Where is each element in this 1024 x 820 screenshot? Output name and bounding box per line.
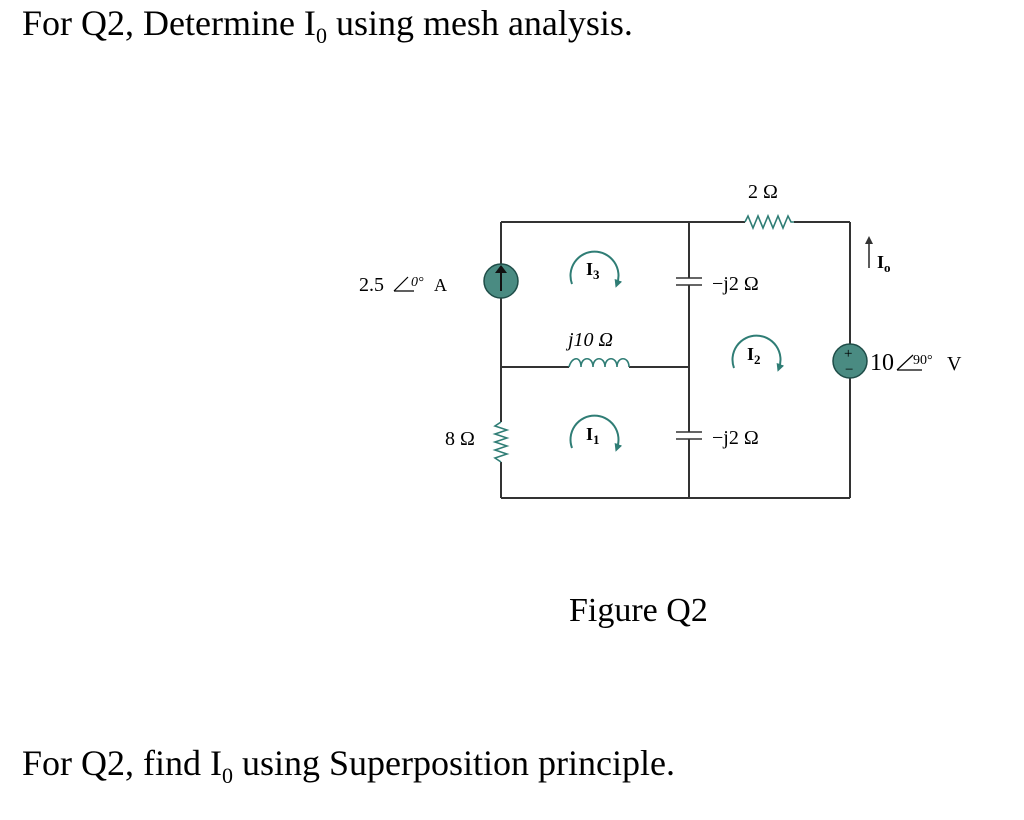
capacitor-upper-label: −j2 Ω <box>712 273 759 295</box>
current-source <box>483 263 519 299</box>
capacitor-upper <box>676 277 702 286</box>
current-source-angle: 0° <box>411 275 424 290</box>
mesh-i1-arrow <box>569 414 623 452</box>
voltage-source-angle: 90° <box>913 353 933 368</box>
voltage-source-plus: + <box>844 346 852 362</box>
capacitor-lower-label: −j2 Ω <box>712 427 759 449</box>
mesh-i2-label: I2 <box>747 344 761 367</box>
resistor-left <box>492 421 510 463</box>
mesh-i3-label: I3 <box>586 259 600 282</box>
voltage-source-minus: − <box>845 362 853 378</box>
current-source-label: 2.5 <box>359 274 384 296</box>
voltage-source <box>832 343 868 379</box>
capacitor-lower <box>676 431 702 440</box>
resistor-top <box>744 213 794 231</box>
voltage-source-unit: V <box>947 353 962 375</box>
angle-symbol-current <box>393 276 414 292</box>
circuit-diagram: 2 Ω 8 Ω j10 Ω −j2 Ω −j2 Ω 2.5 0° A + − 1… <box>359 181 962 499</box>
angle-symbol-voltage <box>896 354 922 371</box>
question-1-text: For Q2, Determine I0 using mesh analysis… <box>22 3 633 49</box>
wires <box>500 221 851 499</box>
voltage-source-magnitude: 10 <box>870 350 894 376</box>
mesh-i2-arrow <box>731 334 785 372</box>
inductor-label: j10 Ω <box>565 329 613 351</box>
inductor <box>568 357 630 368</box>
mesh-i3-arrow <box>569 250 623 288</box>
output-current-label: Io <box>877 252 891 275</box>
resistor-top-label: 2 Ω <box>748 181 778 203</box>
mesh-i1-label: I1 <box>586 424 600 447</box>
question-2-text: For Q2, find I0 using Superposition prin… <box>22 743 675 789</box>
current-source-unit: A <box>434 275 447 295</box>
resistor-left-label: 8 Ω <box>445 428 475 450</box>
figure-caption: Figure Q2 <box>569 592 708 629</box>
